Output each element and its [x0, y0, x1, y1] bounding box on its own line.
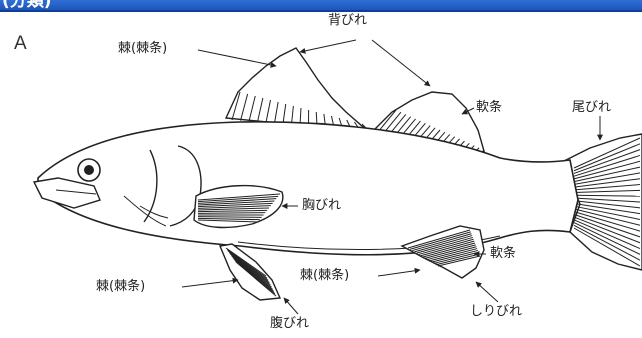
label-caudal-fin: 尾びれ — [572, 100, 611, 116]
label-soft-ray-anal: 軟条 — [490, 246, 516, 262]
pupil-icon — [84, 165, 94, 175]
label-anal-fin: しりびれ — [470, 304, 522, 320]
pelvic-fin — [220, 244, 280, 300]
label-spine-dorsal: 棘(棘条) — [118, 41, 167, 57]
label-soft-ray-dorsal: 軟条 — [476, 100, 502, 116]
label-pectoral-fin: 胸びれ — [302, 198, 341, 214]
label-spine-pelvic: 棘(棘条) — [96, 279, 145, 295]
label-dorsal-fin: 背びれ — [328, 13, 367, 29]
fin-ray — [198, 213, 265, 214]
label-spine-anal: 棘(棘条) — [300, 268, 349, 284]
label-pelvic-fin: 腹びれ — [270, 316, 309, 332]
fish-body — [38, 122, 578, 255]
fin-ray — [198, 217, 262, 218]
